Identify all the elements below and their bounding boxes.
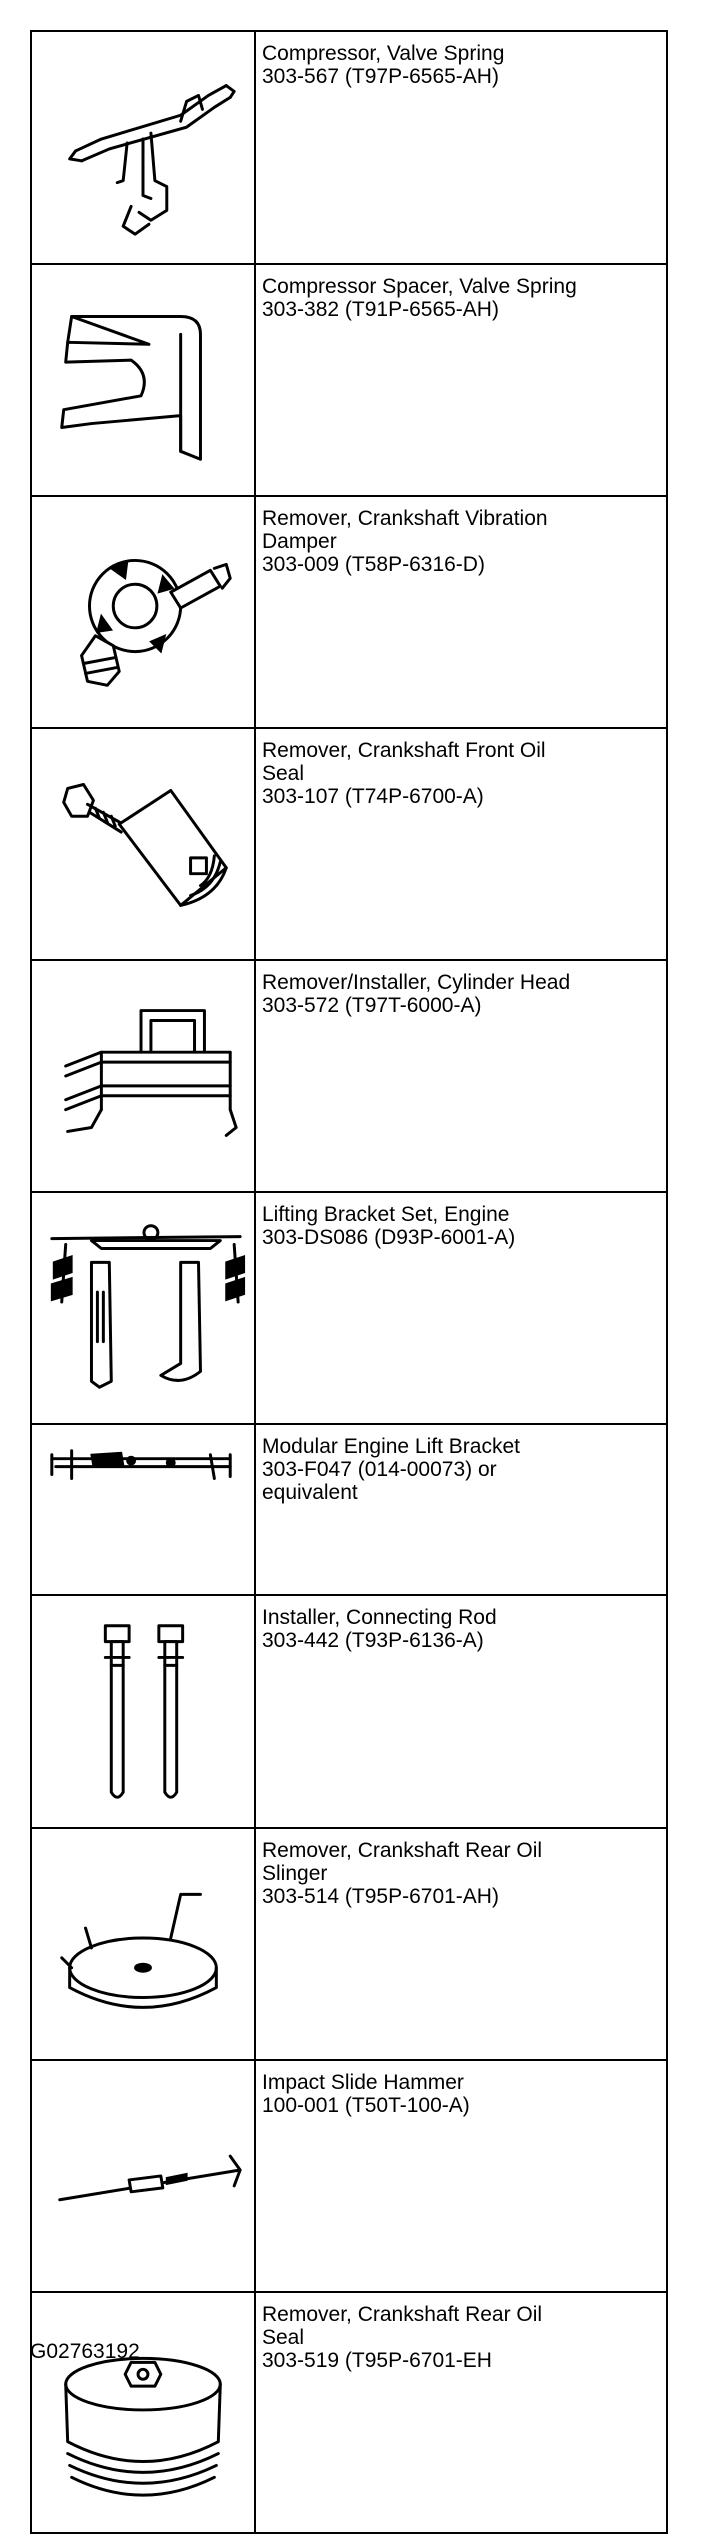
- tool-image-cell: [30, 1422, 256, 1597]
- tool-number: 303-514 (T95P-6701-AH): [262, 1885, 499, 1909]
- tool-description: Impact Slide Hammer 100-001 (T50T-100-A): [254, 2059, 668, 2294]
- tool-name: Compressor Spacer, Valve Spring: [262, 275, 577, 298]
- table-row: Modular Engine Lift Bracket 303-F047 (01…: [30, 1422, 668, 1597]
- special-tools-table: Compressor, Valve Spring 303-567 (T97P-6…: [30, 30, 668, 2534]
- tool-name-cont: Seal: [262, 762, 305, 785]
- tool-number: 303-567 (T97P-6565-AH): [262, 65, 499, 88]
- table-row: Impact Slide Hammer 100-001 (T50T-100-A): [30, 2059, 668, 2294]
- rear-oil-seal-remover-icon: [64, 2357, 222, 2498]
- cylinder-head-installer-icon: [64, 1009, 238, 1137]
- tool-name-cont: Seal: [262, 2326, 305, 2350]
- tool-name: Remover, Crankshaft Rear Oil: [262, 2303, 543, 2327]
- tool-name: Lifting Bracket Set, Engine: [262, 1203, 510, 1226]
- tool-image-cell: [30, 1827, 256, 2062]
- tool-description: Lifting Bracket Set, Engine 303-DS086 (D…: [254, 1191, 668, 1425]
- tool-image-cell: [30, 727, 256, 961]
- engine-lift-bracket-icon: [50, 1449, 232, 1481]
- tool-number: 303-442 (T93P-6136-A): [262, 1629, 484, 1653]
- tool-image-cell: [30, 1191, 256, 1425]
- valve-spring-compressor-icon: [68, 84, 236, 236]
- table-row: Compressor, Valve Spring 303-567 (T97P-6…: [30, 30, 668, 265]
- tool-description: Remover, Crankshaft Rear Oil Slinger 303…: [254, 1827, 668, 2062]
- tool-name: Remover/Installer, Cylinder Head: [262, 971, 571, 994]
- tool-number: 303-107 (T74P-6700-A): [262, 785, 484, 808]
- tool-description: Compressor Spacer, Valve Spring 303-382 …: [254, 263, 668, 497]
- tool-name: Modular Engine Lift Bracket: [262, 1435, 520, 1458]
- lifting-bracket-icon: [50, 1224, 246, 1389]
- tool-name: Remover, Crankshaft Vibration: [262, 507, 548, 530]
- tool-name: Remover, Crankshaft Front Oil: [262, 739, 546, 762]
- table-row: Remover/Installer, Cylinder Head 303-572…: [30, 959, 668, 1193]
- tool-number: 303-519 (T95P-6701-EH: [262, 2349, 492, 2373]
- tool-number: 303-382 (T91P-6565-AH): [262, 298, 499, 321]
- tool-name: Compressor, Valve Spring: [262, 42, 505, 65]
- tool-description: Remover/Installer, Cylinder Head 303-572…: [254, 959, 668, 1193]
- table-row: Compressor Spacer, Valve Spring 303-382 …: [30, 263, 668, 497]
- tool-image-cell: [30, 495, 256, 729]
- tool-name: Remover, Crankshaft Rear Oil: [262, 1839, 543, 1863]
- table-row: Remover, Crankshaft Vibration Damper 303…: [30, 495, 668, 729]
- figure-id: G02763192: [30, 2340, 140, 2363]
- tool-image-cell: [30, 30, 256, 265]
- tool-name-cont: Slinger: [262, 1862, 328, 1886]
- connecting-rod-installer-icon: [103, 1624, 185, 1800]
- front-oil-seal-remover-icon: [62, 783, 228, 907]
- tool-number: 303-DS086 (D93P-6001-A): [262, 1226, 516, 1249]
- tool-name-cont: Damper: [262, 530, 337, 553]
- vibration-damper-remover-icon: [80, 558, 232, 687]
- tool-description: Compressor, Valve Spring 303-567 (T97P-6…: [254, 30, 668, 265]
- tool-number: 303-009 (T58P-6316-D): [262, 553, 485, 576]
- tool-number: 303-572 (T97T-6000-A): [262, 994, 482, 1017]
- tool-image-cell: [30, 959, 256, 1193]
- table-row: Remover, Crankshaft Rear Oil Seal 303-51…: [30, 2291, 668, 2534]
- tool-image-cell: [30, 1594, 256, 1830]
- table-row: Installer, Connecting Rod 303-442 (T93P-…: [30, 1594, 668, 1830]
- tool-number: 100-001 (T50T-100-A): [262, 2094, 470, 2118]
- tool-image-cell: [30, 2291, 256, 2534]
- tool-description: Remover, Crankshaft Rear Oil Seal 303-51…: [254, 2291, 668, 2534]
- tool-name: Impact Slide Hammer: [262, 2071, 464, 2095]
- tool-image-cell: [30, 2059, 256, 2294]
- tool-description: Installer, Connecting Rod 303-442 (T93P-…: [254, 1594, 668, 1830]
- table-row: Lifting Bracket Set, Engine 303-DS086 (D…: [30, 1191, 668, 1425]
- tool-name: Installer, Connecting Rod: [262, 1606, 497, 1630]
- rear-oil-slinger-remover-icon: [60, 1893, 218, 2010]
- tool-name-cont: equivalent: [262, 1481, 358, 1504]
- table-row: Remover, Crankshaft Rear Oil Slinger 303…: [30, 1827, 668, 2062]
- table-row: Remover, Crankshaft Front Oil Seal 303-1…: [30, 727, 668, 961]
- tool-number: 303-F047 (014-00073) or: [262, 1458, 497, 1481]
- tool-description: Remover, Crankshaft Front Oil Seal 303-1…: [254, 727, 668, 961]
- tool-description: Remover, Crankshaft Vibration Damper 303…: [254, 495, 668, 729]
- tool-description: Modular Engine Lift Bracket 303-F047 (01…: [254, 1422, 668, 1597]
- tool-image-cell: [30, 263, 256, 497]
- slide-hammer-icon: [58, 2155, 242, 2202]
- valve-spring-spacer-icon: [60, 315, 202, 461]
